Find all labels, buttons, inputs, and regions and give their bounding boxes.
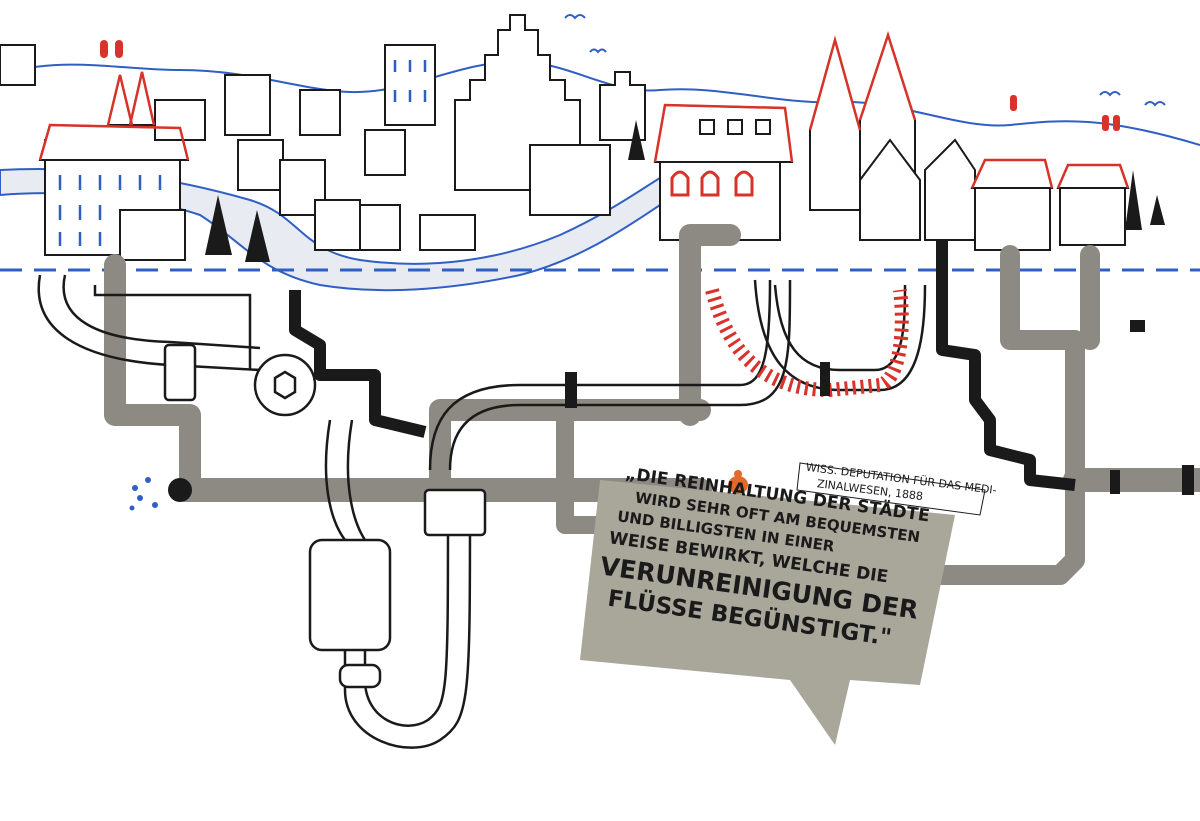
- worm-icon: [728, 470, 748, 494]
- red-hatched-pipe: [705, 288, 909, 398]
- buildings-left: [0, 44, 476, 261]
- red-trees: [100, 40, 1120, 131]
- church-spires: [809, 31, 1130, 251]
- ink-pipes: [37, 274, 927, 749]
- water-drops: [129, 477, 158, 511]
- stepped-gable-building: [454, 14, 646, 216]
- birds: [564, 14, 1166, 107]
- central-house-windows: [670, 170, 754, 197]
- black-drain-pipe: [289, 240, 1076, 491]
- hills: [0, 60, 1200, 146]
- blue-windows: [58, 60, 427, 246]
- trees: [205, 120, 1165, 262]
- attribution-card: [796, 462, 986, 516]
- red-roof-accents: [38, 30, 1130, 189]
- quote-card: [580, 480, 955, 745]
- pipe-joints: [163, 343, 487, 689]
- black-joints: [168, 320, 1194, 502]
